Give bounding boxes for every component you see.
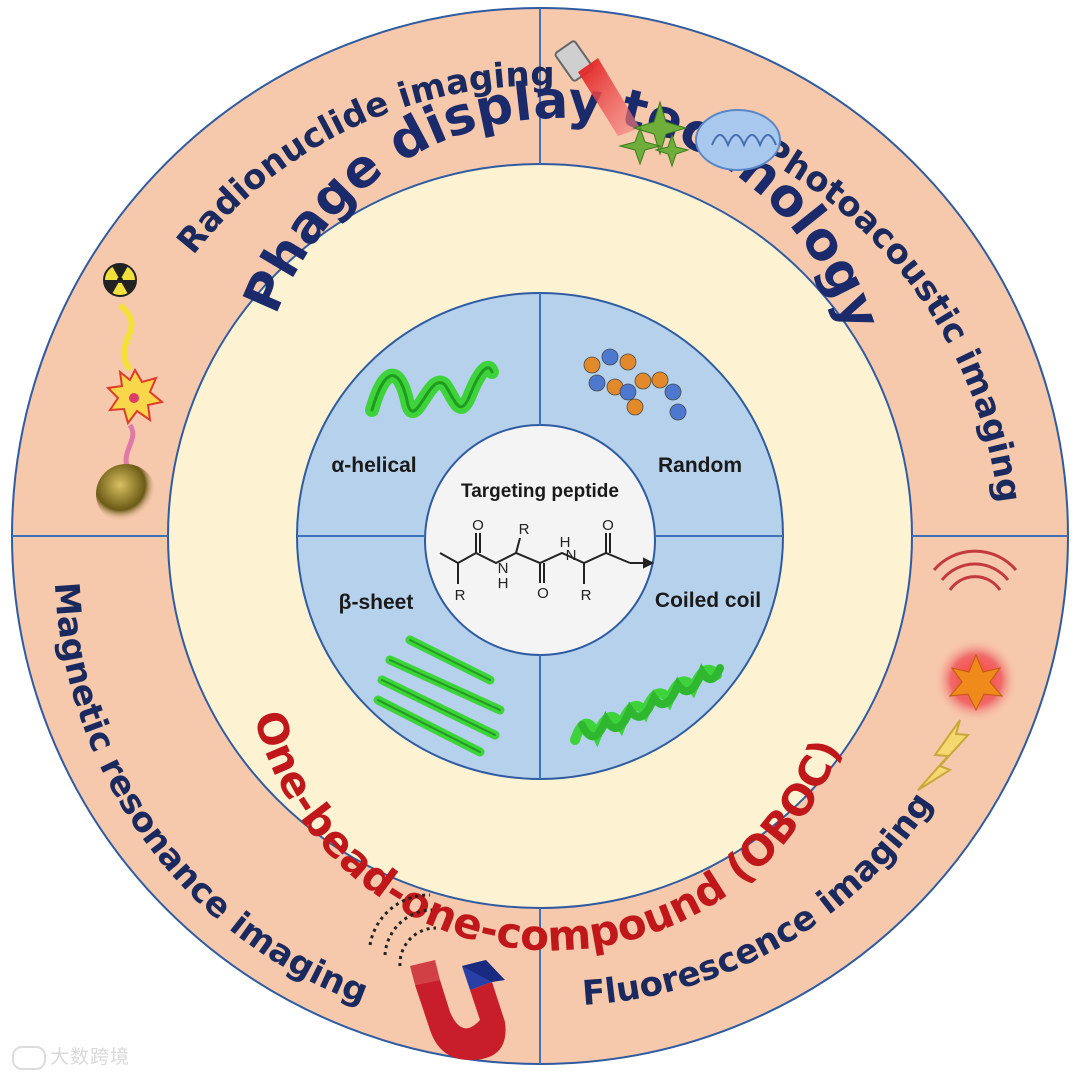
atom-r-3: R <box>581 587 592 604</box>
label-targeting-peptide: Targeting peptide <box>461 481 619 502</box>
watermark: 大数跨境 <box>12 1042 130 1070</box>
label-coiled-coil: Coiled coil <box>655 589 761 612</box>
label-alpha-helical: α-helical <box>331 454 416 477</box>
peptide-structure <box>439 533 655 584</box>
atom-n-2: N <box>566 547 577 564</box>
atom-n-1: N <box>498 560 509 577</box>
coiled-coil-icon <box>570 663 724 748</box>
sparkle-icon <box>618 100 690 168</box>
decay-arrow-icon <box>117 302 135 372</box>
watermark-text: 大数跨境 <box>50 1046 131 1068</box>
radiation-hazard-icon <box>103 263 137 297</box>
atom-o-2: O <box>537 585 549 602</box>
fluorescent-star-icon <box>948 653 1004 712</box>
label-beta-sheet: β-sheet <box>339 591 414 614</box>
lightning-icon <box>917 719 971 791</box>
emission-burst-icon <box>105 367 165 426</box>
radionuclide-particle-icon <box>96 464 156 524</box>
atom-r-2: R <box>519 521 530 538</box>
center-disc <box>424 424 656 656</box>
magnet-icon <box>410 960 506 1060</box>
signal-waves-icon <box>932 549 1018 591</box>
atom-o-1: O <box>472 517 484 534</box>
atom-o-3: O <box>602 517 614 534</box>
beta-sheet-icon <box>373 635 505 757</box>
peptide-atom-labels: O R H N O N H R O R <box>455 517 614 604</box>
atom-h-2: H <box>498 575 509 592</box>
alpha-helix-icon <box>365 360 499 419</box>
atom-h-1: H <box>560 534 571 551</box>
label-random: Random <box>658 454 742 477</box>
random-coil-icon <box>583 348 687 421</box>
magnetic-field-waves-icon <box>368 893 437 967</box>
tissue-coil-icon <box>695 109 781 171</box>
atom-r-1: R <box>455 587 466 604</box>
watermark-logo-icon <box>12 1045 46 1070</box>
laser-icon <box>554 40 640 136</box>
